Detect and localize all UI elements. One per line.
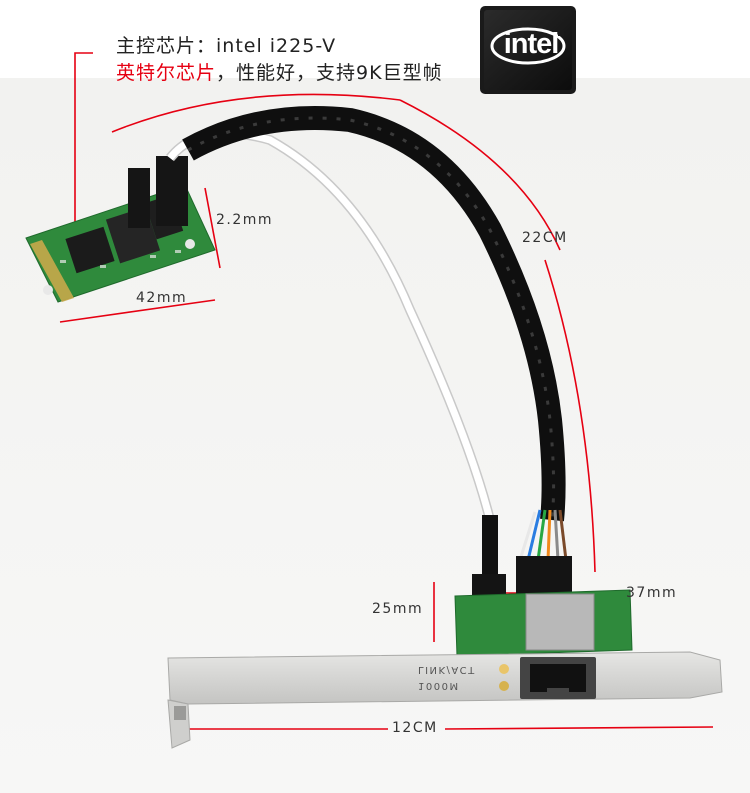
feature-description: ，性能好，支持9K巨型帧 (216, 62, 443, 84)
card-header-connectors (128, 156, 188, 228)
colored-wires (518, 509, 568, 561)
bracket-label-link: LINK/ACT (418, 664, 476, 675)
dim-height-25: 25mm (372, 601, 424, 617)
led-indicator-2 (499, 681, 509, 691)
feature-highlight: 英特尔芯片 (116, 62, 217, 84)
dim-cable-length: 22CM (522, 230, 568, 246)
dim-card-length: 42mm (136, 290, 188, 306)
led-indicator-1 (499, 664, 509, 674)
intel-logo-text: intel (503, 28, 560, 60)
dim-bracket-length: 12CM (392, 720, 438, 736)
intel-chip-logo (480, 6, 576, 94)
dim-height-37: 37mm (626, 585, 678, 601)
bracket-label-speed: 1000M (418, 680, 460, 691)
pci-bracket (167, 651, 723, 749)
rj45-board (454, 589, 633, 657)
chip-info-line: 主控芯片：intel i225-V (116, 35, 337, 57)
dim-card-thickness: 2.2mm (216, 212, 274, 228)
feature-line: 英特尔芯片，性能好，支持9K巨型帧 (116, 58, 443, 85)
